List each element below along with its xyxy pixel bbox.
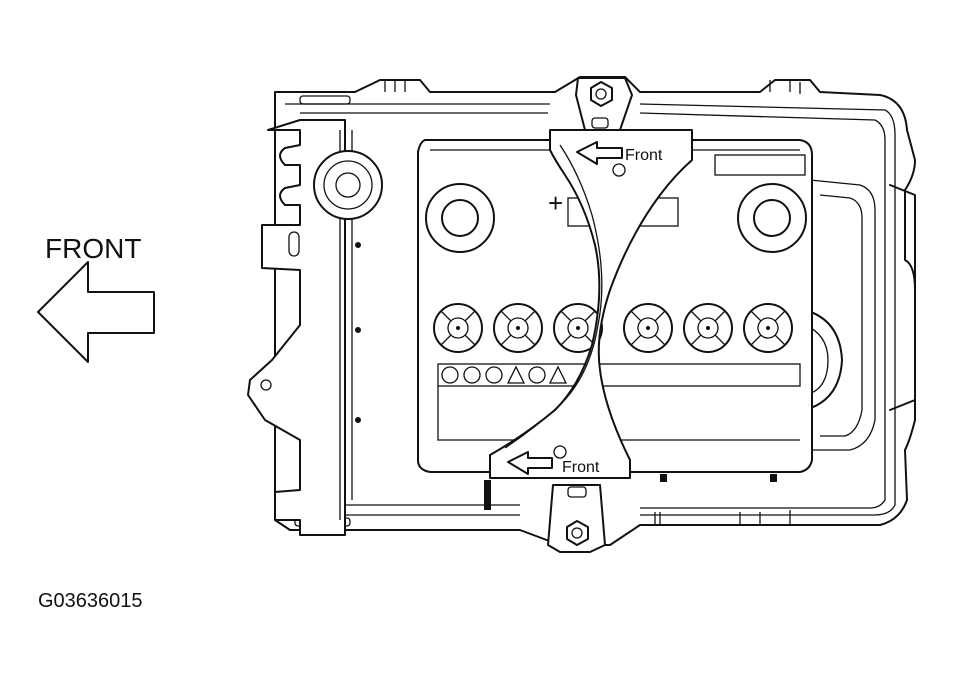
clamp-bottom-front-label: Front — [562, 459, 600, 476]
top-clamp-bolt — [575, 77, 633, 131]
strap-tab-right — [770, 474, 777, 482]
positive-terminal — [425, 183, 495, 253]
clamp-top-arrow-icon — [576, 141, 623, 165]
battery: + — [417, 139, 813, 473]
front-direction-label: FRONT — [45, 233, 141, 264]
front-direction-arrow-icon — [37, 261, 155, 363]
hold-down-clamp: Front Front — [489, 129, 693, 479]
clamp-top-front-label: Front — [625, 147, 663, 164]
cell-caps — [433, 303, 793, 353]
left-grommet — [313, 150, 383, 220]
warning-label-strip — [437, 363, 801, 441]
bottom-clamp-bolt — [547, 484, 606, 553]
strap-tab-left — [484, 480, 491, 510]
negative-terminal — [737, 183, 807, 253]
clamp-bottom-arrow-icon — [507, 451, 553, 475]
figure-code: G03636015 — [38, 590, 143, 612]
strap-tab-mid — [660, 474, 667, 482]
terminal-positive-symbol: + — [548, 188, 563, 218]
